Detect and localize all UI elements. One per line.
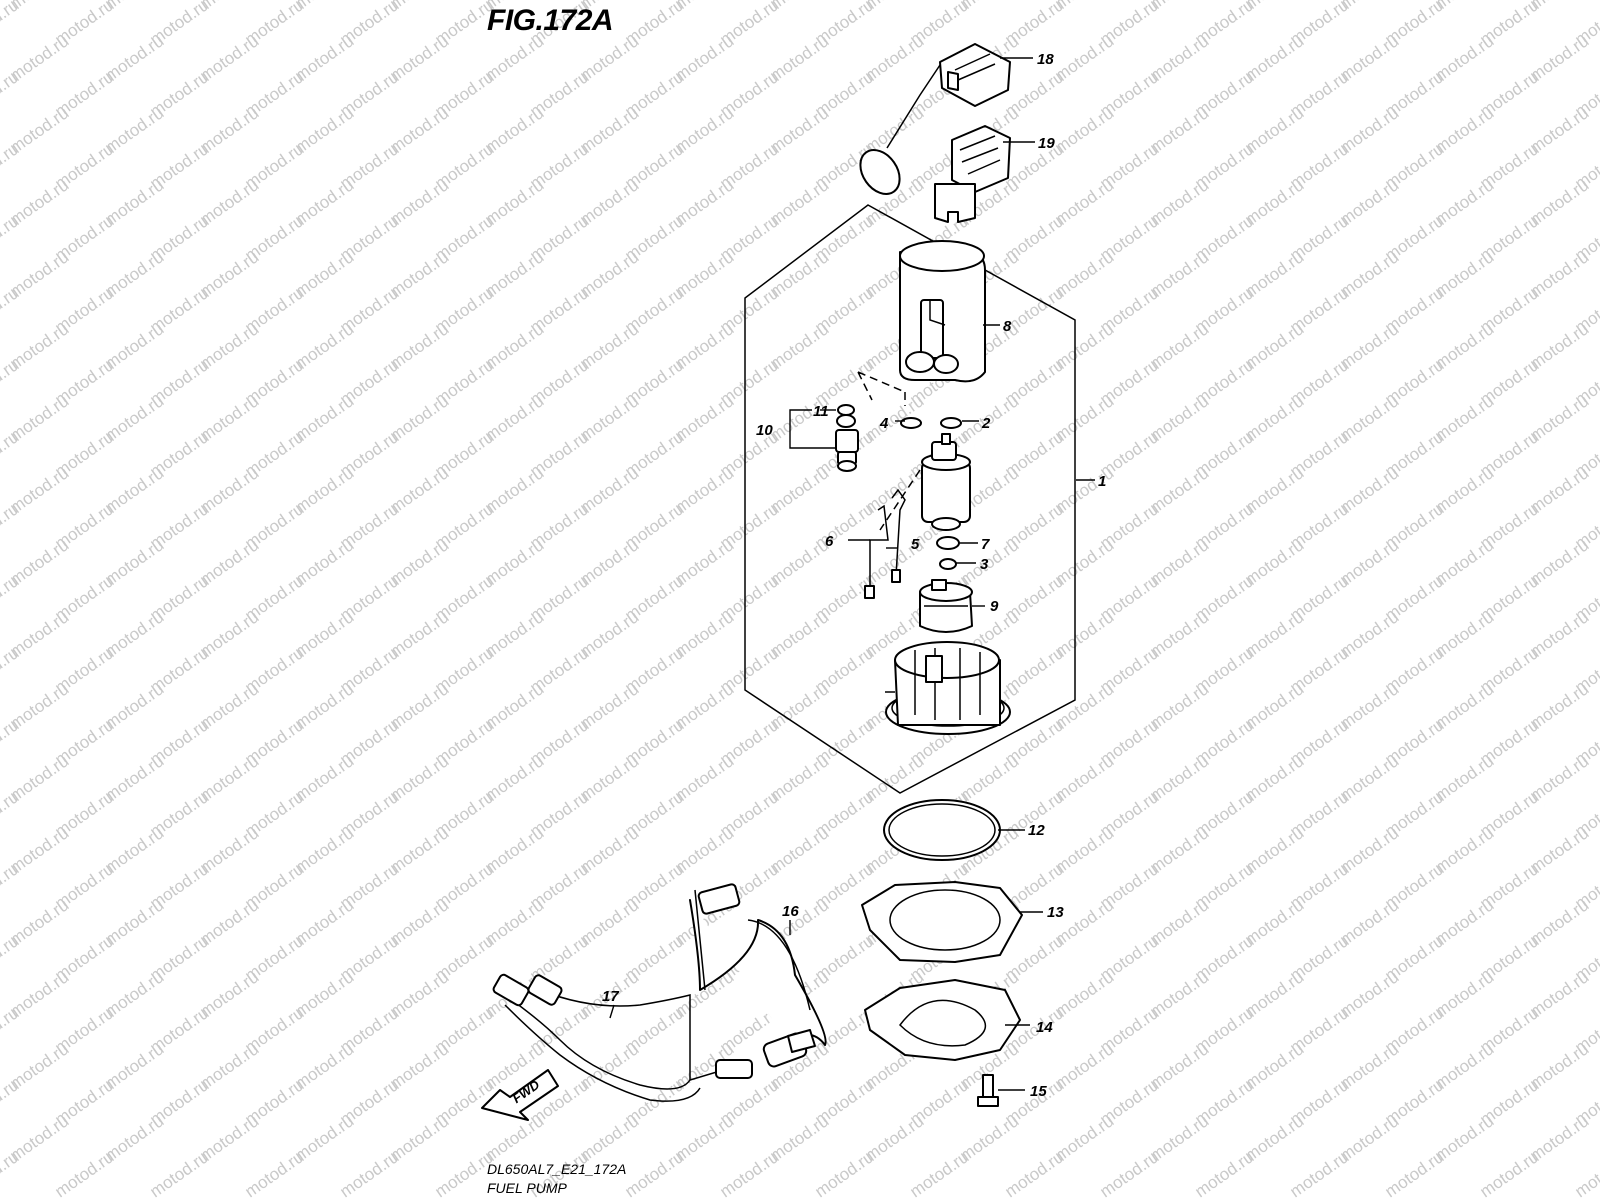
part-2-o-ring [940,417,962,429]
watermark-text: motod.ru [1286,1147,1352,1200]
callout-6: 6 [825,533,834,550]
watermark-text: motod.ru [1096,1147,1162,1200]
part-10-pressure-regulator [835,414,859,472]
callout-3: 3 [980,556,989,573]
watermark-text: motod.ru [716,1147,782,1200]
callout-18: 18 [1037,51,1054,68]
callout-7: 7 [981,536,990,553]
watermark-text: motod.ru [1476,1147,1542,1200]
callout-17: 17 [602,988,619,1005]
part-13-retaining-plate [861,881,1023,963]
watermark-text: motod.ru [51,1147,117,1200]
callout-13: 13 [1047,904,1064,921]
watermark-text: motod.ru [0,0,22,49]
watermark-text: motod.ru [1571,1147,1600,1200]
callout-1: 1 [1098,473,1106,490]
figure-title: FIG.172A [487,4,614,37]
part-3-o-ring [939,558,957,570]
callout-11: 11 [813,403,829,420]
part-4-o-ring [900,417,922,429]
watermark-text: motod.ru [906,1147,972,1200]
callout-16: 16 [782,903,799,920]
part-11-o-ring [837,404,855,416]
watermark-text: motod.ru [1001,1147,1067,1200]
watermark-text: motod.ru [811,1147,877,1200]
callout-14: 14 [1036,1019,1053,1036]
callout-4: 4 [879,415,889,432]
callout-9: 9 [990,598,999,615]
watermark-text: motod.ru [336,1147,402,1200]
callout-2: 2 [981,415,991,432]
part-19-cover [934,125,1011,223]
callout-8: 8 [1003,318,1012,335]
fuel-pump-base [885,641,1011,735]
part-7-o-ring [936,536,960,550]
figure-code: DL650AL7_E21_172A [487,1161,627,1177]
figure-name: FUEL PUMP [487,1180,567,1196]
watermark-text: motod.ru [1381,1147,1447,1200]
part-8-filter-housing [899,240,986,383]
watermark-text: motod.ru [1191,1147,1257,1200]
watermark-text: motod.ru [241,1147,307,1200]
part-12-large-o-ring [883,799,1001,861]
watermark-text: motod.ru [146,1147,212,1200]
callout-5: 5 [911,536,920,553]
watermark-text: motod.ru [621,1147,687,1200]
part-9-strainer [919,579,973,633]
callout-10: 10 [756,422,773,439]
callout-12: 12 [1028,822,1045,839]
callout-19: 19 [1038,135,1055,152]
callout-15: 15 [1030,1083,1047,1100]
